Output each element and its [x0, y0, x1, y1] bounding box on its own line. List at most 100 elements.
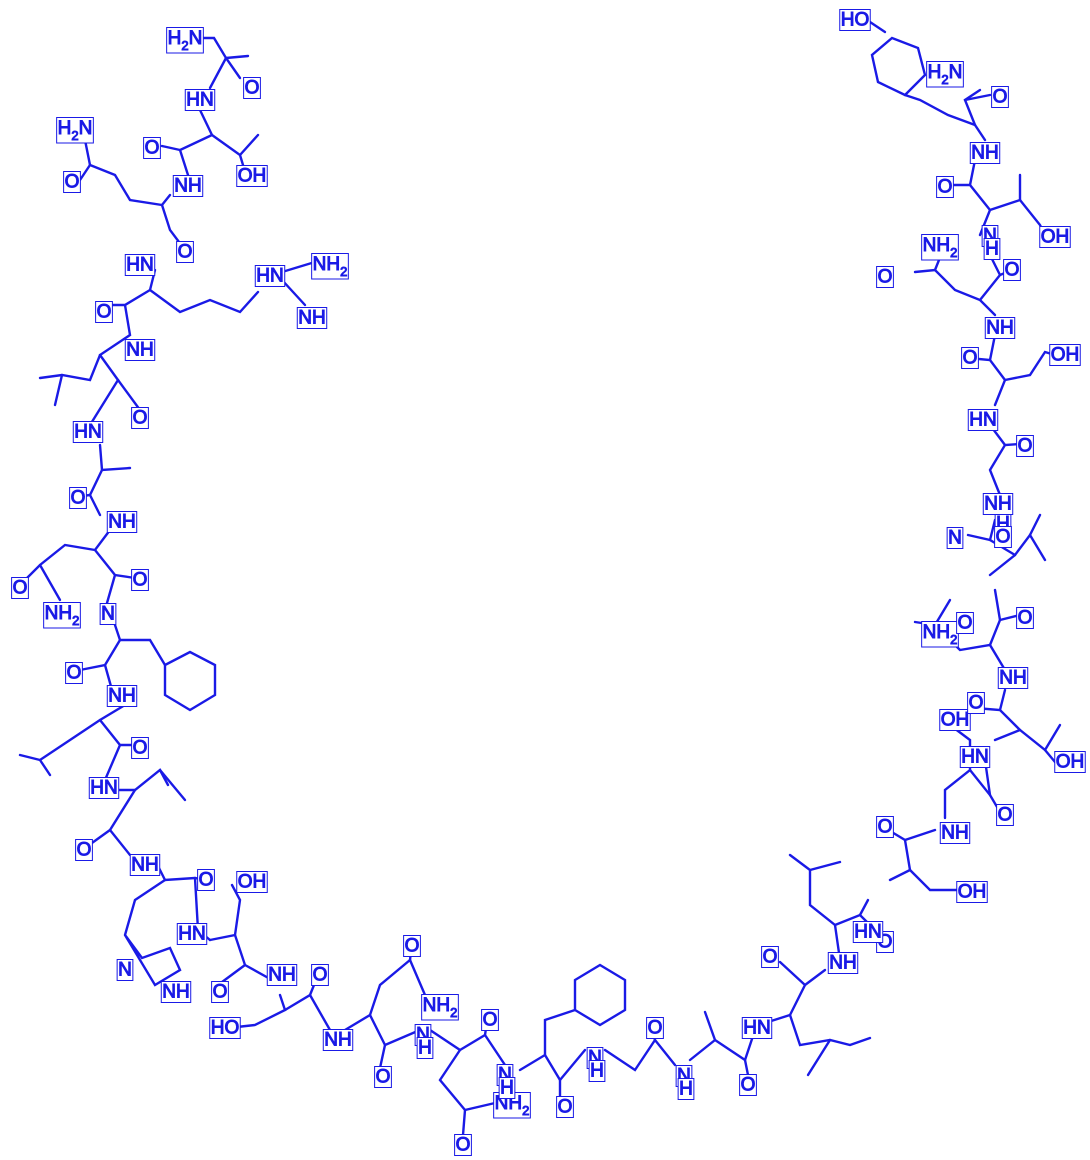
bond [18, 528, 112, 587]
amide-h-label: H [985, 239, 999, 260]
bond [78, 163, 92, 182]
label-halo [236, 871, 268, 893]
label-halo [1049, 344, 1081, 366]
bond [806, 1038, 832, 1077]
amide-nh-label: NH [986, 318, 1013, 339]
bond [858, 898, 870, 917]
label-halo [498, 1077, 516, 1099]
label-halo [967, 409, 999, 431]
carbonyl-oxygen-label: O [245, 78, 260, 99]
bond [148, 268, 260, 314]
amine-label: H2N [928, 62, 963, 88]
bond [653, 1038, 677, 1067]
bond [988, 442, 1022, 497]
bond [18, 703, 127, 762]
label-halo [991, 86, 1009, 108]
hydroxyl-label: OH [238, 166, 267, 187]
carbonyl-oxygen-label: O [456, 1135, 471, 1156]
ring-nitrogen-label: N [118, 960, 132, 981]
bond [988, 613, 1022, 647]
carbonyl-oxygen-label: O [878, 817, 893, 838]
label-halo [95, 301, 113, 323]
label-halo [172, 175, 204, 197]
label-halo [876, 816, 894, 838]
amine-label: NH2 [923, 622, 958, 648]
amine-label: NH2 [313, 254, 348, 280]
bond [868, 20, 887, 34]
label-halo [839, 9, 871, 31]
bond [113, 768, 170, 792]
bond [88, 493, 102, 517]
label-halo [956, 612, 974, 634]
label-halo [1016, 607, 1034, 629]
bond [368, 1013, 387, 1070]
carbonyl-oxygen-label: O [558, 1097, 573, 1118]
carbonyl-oxygen-label: O [1005, 260, 1020, 281]
bond [98, 353, 142, 412]
amide-nh-label: NH [268, 965, 295, 986]
carbonyl-oxygen-label: O [71, 488, 86, 509]
bond [993, 350, 1057, 407]
carbonyl-oxygen-label: O [313, 965, 328, 986]
label-halo [106, 511, 138, 533]
label-halo [994, 526, 1012, 548]
label-halo [131, 569, 149, 591]
carbonyl-oxygen-label: O [969, 693, 984, 714]
carbonyl-oxygen-label: O [133, 570, 148, 591]
label-halo [166, 27, 204, 54]
label-halo [99, 603, 117, 625]
label-halo [88, 777, 120, 799]
label-halo [936, 176, 954, 198]
hydroxyl-label: OH [1051, 345, 1080, 366]
bond [968, 158, 977, 187]
ring-nh-label: NH [162, 982, 189, 1003]
carbonyl-oxygen-label: O [97, 302, 112, 323]
carbonyl-oxygen-label: O [741, 1075, 756, 1096]
imidazole-ring-shape [123, 934, 182, 987]
bond [963, 93, 992, 102]
bond [518, 1008, 577, 1072]
label-halo [741, 1017, 773, 1039]
bond [178, 108, 214, 177]
label-halo [1016, 435, 1034, 457]
label-halo [983, 238, 1001, 260]
bond [766, 1013, 872, 1047]
bond [988, 532, 1047, 577]
label-halo [311, 964, 329, 986]
bond [946, 183, 992, 212]
hydroxyl-label: HO [841, 10, 870, 31]
carbonyl-oxygen-label: O [213, 982, 228, 1003]
bond [428, 1028, 467, 1137]
phenyl-ring-shape [573, 963, 627, 1027]
bond [123, 878, 167, 937]
bond [558, 1048, 587, 1082]
label-halo [211, 981, 229, 1003]
bond [98, 443, 132, 472]
label-halo [197, 869, 215, 891]
carbonyl-oxygen-label: O [65, 172, 80, 193]
amide-nh-label: NH [324, 1030, 351, 1051]
label-halo [939, 709, 971, 731]
amide-nh-label: HN [854, 922, 881, 943]
bond [280, 260, 317, 274]
bond [88, 378, 120, 427]
label-halo [11, 577, 29, 599]
label-halo [403, 935, 421, 957]
label-halo [311, 253, 349, 280]
hydroxyl-label: OH [941, 710, 970, 731]
bond [998, 688, 1007, 712]
bond [963, 88, 982, 127]
carbonyl-oxygen-label: O [993, 87, 1008, 108]
hydroxyl-label: OH [958, 882, 987, 903]
carbonyl-oxygen-label: O [483, 1010, 498, 1031]
amide-nh-label: NH [829, 953, 856, 974]
amide-nh-label: HN [743, 1018, 770, 1039]
bond [543, 1053, 562, 1100]
bond [208, 883, 242, 942]
carbonyl-oxygen-label: O [133, 408, 148, 429]
amide-nh-label: NH [999, 668, 1026, 689]
label-halo [984, 317, 1016, 339]
label-halo [124, 254, 156, 276]
carbonyl-oxygen-label: O [998, 805, 1013, 826]
label-halo [254, 265, 286, 287]
